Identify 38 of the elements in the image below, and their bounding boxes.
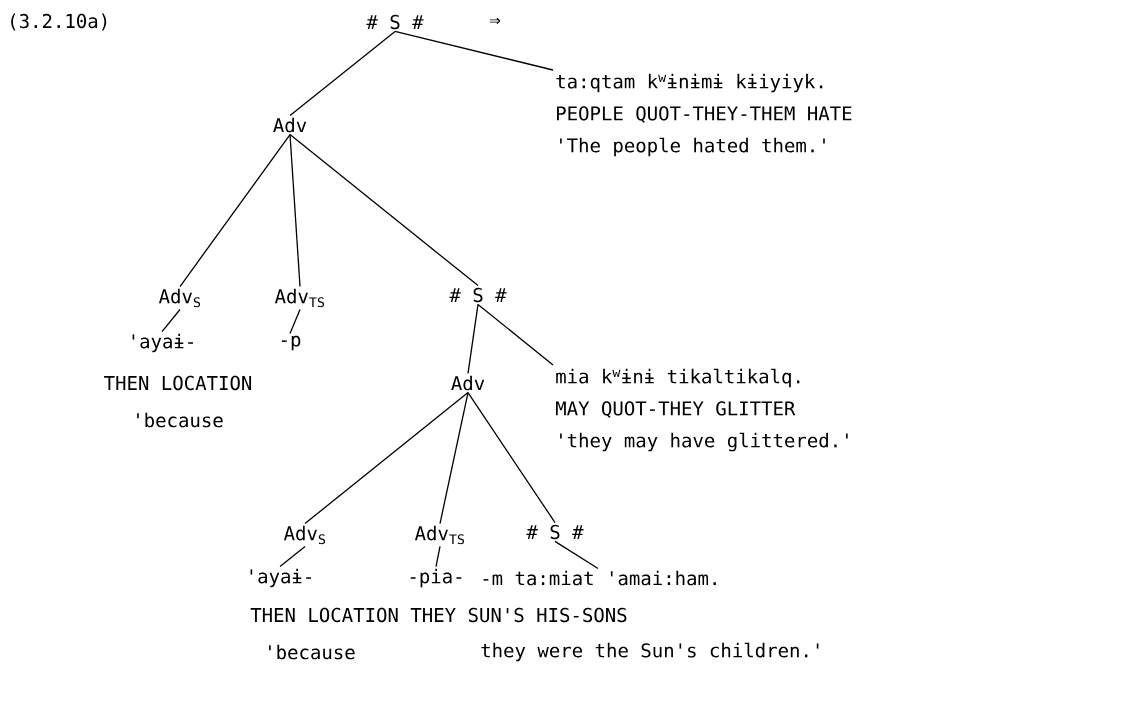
tree-label: Adv$_{S}$ — [283, 525, 326, 545]
translation-text: they were the Sun's children.' — [481, 642, 819, 662]
tree-label: Adv$_{TS}$ — [274, 288, 325, 308]
sentence-text: ta:qtam k$^{w}$ɨnɨmɨ kɨiyiyk. PEOPLE QUOT-THEY-THEM HATE 'The people hated them.' — [556, 73, 852, 157]
morpheme-text: -p — [281, 335, 301, 351]
tree-label: # S # — [366, 14, 424, 30]
tree-branch — [467, 303, 479, 375]
tree-branch — [394, 30, 554, 71]
sentence-text: mia k$^{w}$ɨnɨ tikaltikalq. MAY QUOT-THEY GLITTER 'they may have glittered.' — [556, 368, 848, 452]
tree-branch — [477, 303, 554, 366]
morpheme-text: 'ayaɨ- — [132, 333, 193, 353]
tree-branch — [435, 545, 441, 568]
tree-branch — [289, 30, 396, 117]
tree-label: Adv — [273, 117, 307, 133]
tree-branch — [289, 133, 479, 287]
translation-text: 'because — [269, 644, 355, 660]
example-number: (3.2.10a) — [11, 13, 107, 31]
tree-branch — [439, 391, 469, 525]
tree-branch — [304, 391, 469, 525]
gloss-text: THEN LOCATION THEY SUN'S HIS-SONS — [250, 607, 627, 623]
morpheme-text: 'ayaɨ- — [250, 568, 311, 588]
tree-label: Adv$_{TS}$ — [414, 525, 465, 545]
tree-branch — [161, 308, 181, 333]
tree-label: # S # — [449, 287, 507, 303]
tree-label: Adv$_{S}$ — [158, 288, 201, 308]
tree-branch — [289, 133, 301, 288]
tree-branch — [289, 308, 301, 335]
sentence-text: -m ta:miat 'amai:ham. — [483, 570, 716, 586]
tree-branch — [554, 540, 599, 570]
tree-branch — [179, 133, 291, 288]
tree-label: Adv — [451, 375, 485, 391]
tree-branch — [467, 391, 556, 524]
morpheme-text: -pia- — [410, 568, 462, 588]
gloss-text: THEN LOCATION — [104, 375, 252, 391]
derivation-arrow: ⇒ — [489, 17, 501, 24]
tree-label: # S # — [526, 524, 584, 540]
translation-text: 'because — [137, 412, 223, 428]
tree-branch — [279, 545, 306, 568]
